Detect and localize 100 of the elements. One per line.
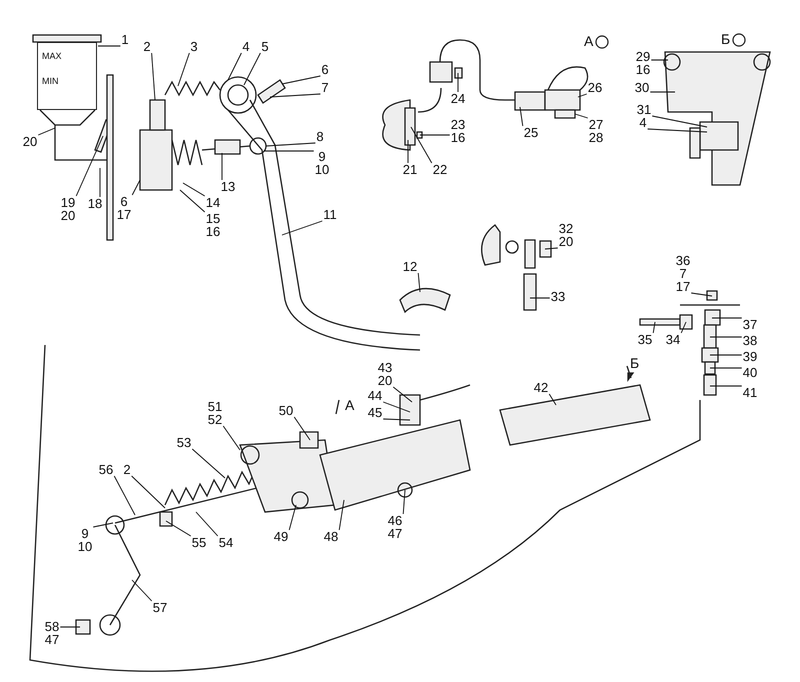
leader-line <box>132 180 140 196</box>
callout-number: 4 <box>242 40 250 53</box>
leader-line <box>92 522 114 528</box>
callout-number: 21 <box>402 163 418 176</box>
callout-number: 47 <box>44 633 60 646</box>
leader-line <box>418 272 420 292</box>
callout-number: 6 <box>119 195 129 208</box>
leader-line <box>402 490 406 514</box>
leader-line <box>266 142 316 146</box>
view-label: А <box>584 34 594 48</box>
leader-line <box>420 134 450 136</box>
leader-line <box>264 150 314 152</box>
leader-line <box>544 248 558 250</box>
callout-number: 46 <box>388 514 402 527</box>
callout-number: 1 <box>121 33 129 46</box>
leader-line <box>647 128 708 132</box>
callout-number: 43 <box>378 361 392 374</box>
callout-number: 20 <box>22 135 38 148</box>
callout-number: 17 <box>116 208 132 221</box>
callout-number: 42 <box>534 381 548 394</box>
callout-number: 58 <box>44 620 60 633</box>
level-mark: MAX <box>42 52 62 61</box>
view-label: Б <box>721 32 730 46</box>
callout-number: 14 <box>206 196 220 209</box>
leader-line <box>520 106 524 126</box>
leader-line <box>680 322 686 334</box>
callout-number: 30 <box>634 81 650 94</box>
callout-number: 48 <box>324 530 338 543</box>
leader-line <box>578 94 588 98</box>
callout-number: 35 <box>638 333 652 346</box>
leader-line <box>282 220 323 236</box>
callout-number: 56 <box>98 463 114 476</box>
leader-line <box>60 626 80 628</box>
callout-number: 45 <box>368 406 382 419</box>
leader-line <box>151 52 156 100</box>
callout-number: 38 <box>742 334 758 347</box>
leader-line <box>244 52 261 86</box>
leader-line <box>38 128 56 136</box>
leader-line <box>228 52 242 80</box>
callout-number: 36 <box>676 254 690 267</box>
callout-number: 9 <box>80 527 90 540</box>
callout-number: 40 <box>742 366 758 379</box>
callout-number: 7 <box>321 81 329 94</box>
callout-number: 4 <box>639 116 647 129</box>
callout-number: 54 <box>218 536 234 549</box>
callout-number: 50 <box>278 404 294 417</box>
callout-number: 16 <box>450 131 466 144</box>
callout-number: 31 <box>636 103 652 116</box>
callout-number: 28 <box>588 131 604 144</box>
callout-number: 9 <box>317 150 327 163</box>
level-mark: MIN <box>42 77 58 86</box>
leader-line <box>178 52 190 86</box>
callout-number: 53 <box>176 436 192 449</box>
callout-number: 2 <box>143 40 151 53</box>
leader-line <box>690 292 712 296</box>
callout-number: 25 <box>524 126 538 139</box>
leader-line <box>196 512 218 536</box>
callout-number: 41 <box>742 386 758 399</box>
section-label: Б <box>630 356 640 370</box>
callout-number: 49 <box>274 530 288 543</box>
leader-line <box>338 500 344 530</box>
callout-number: 16 <box>206 225 220 238</box>
callout-number: 33 <box>550 290 566 303</box>
callout-number: 20 <box>558 235 574 248</box>
leader-line <box>652 322 656 334</box>
callout-number: 10 <box>314 163 330 176</box>
callout-number: 47 <box>388 527 402 540</box>
callout-number: 7 <box>678 267 688 280</box>
callout-number: 37 <box>742 318 758 331</box>
callout-number: 19 <box>60 196 76 209</box>
reservoir <box>37 42 97 110</box>
leader-line <box>76 136 104 196</box>
callout-number: 55 <box>192 536 206 549</box>
callout-number: 20 <box>378 374 392 387</box>
leader-line <box>270 94 321 98</box>
callout-number: 2 <box>123 463 131 476</box>
callout-number: 18 <box>88 197 102 210</box>
leader-line <box>392 386 412 402</box>
callout-number: 22 <box>432 163 448 176</box>
callout-number: 29 <box>636 50 650 63</box>
callout-number: 39 <box>742 350 758 363</box>
leader-line <box>294 416 310 440</box>
leader-line <box>192 448 226 478</box>
callout-number: 13 <box>220 180 236 193</box>
leader-line <box>548 394 556 406</box>
leader-line <box>166 520 192 536</box>
callout-number: 57 <box>152 601 168 614</box>
callout-number: 6 <box>321 63 329 76</box>
callout-number: 16 <box>636 63 650 76</box>
callout-number: 32 <box>558 222 574 235</box>
callout-number: 12 <box>402 260 418 273</box>
leader-line <box>410 126 432 164</box>
leader-line <box>182 182 206 196</box>
callout-number: 27 <box>588 118 604 131</box>
leader-line <box>222 426 240 450</box>
callout-number: 51 <box>208 400 222 413</box>
leader-line <box>382 418 410 420</box>
leader-line <box>710 354 742 356</box>
leader-line <box>288 504 296 530</box>
leader-line <box>132 580 152 602</box>
